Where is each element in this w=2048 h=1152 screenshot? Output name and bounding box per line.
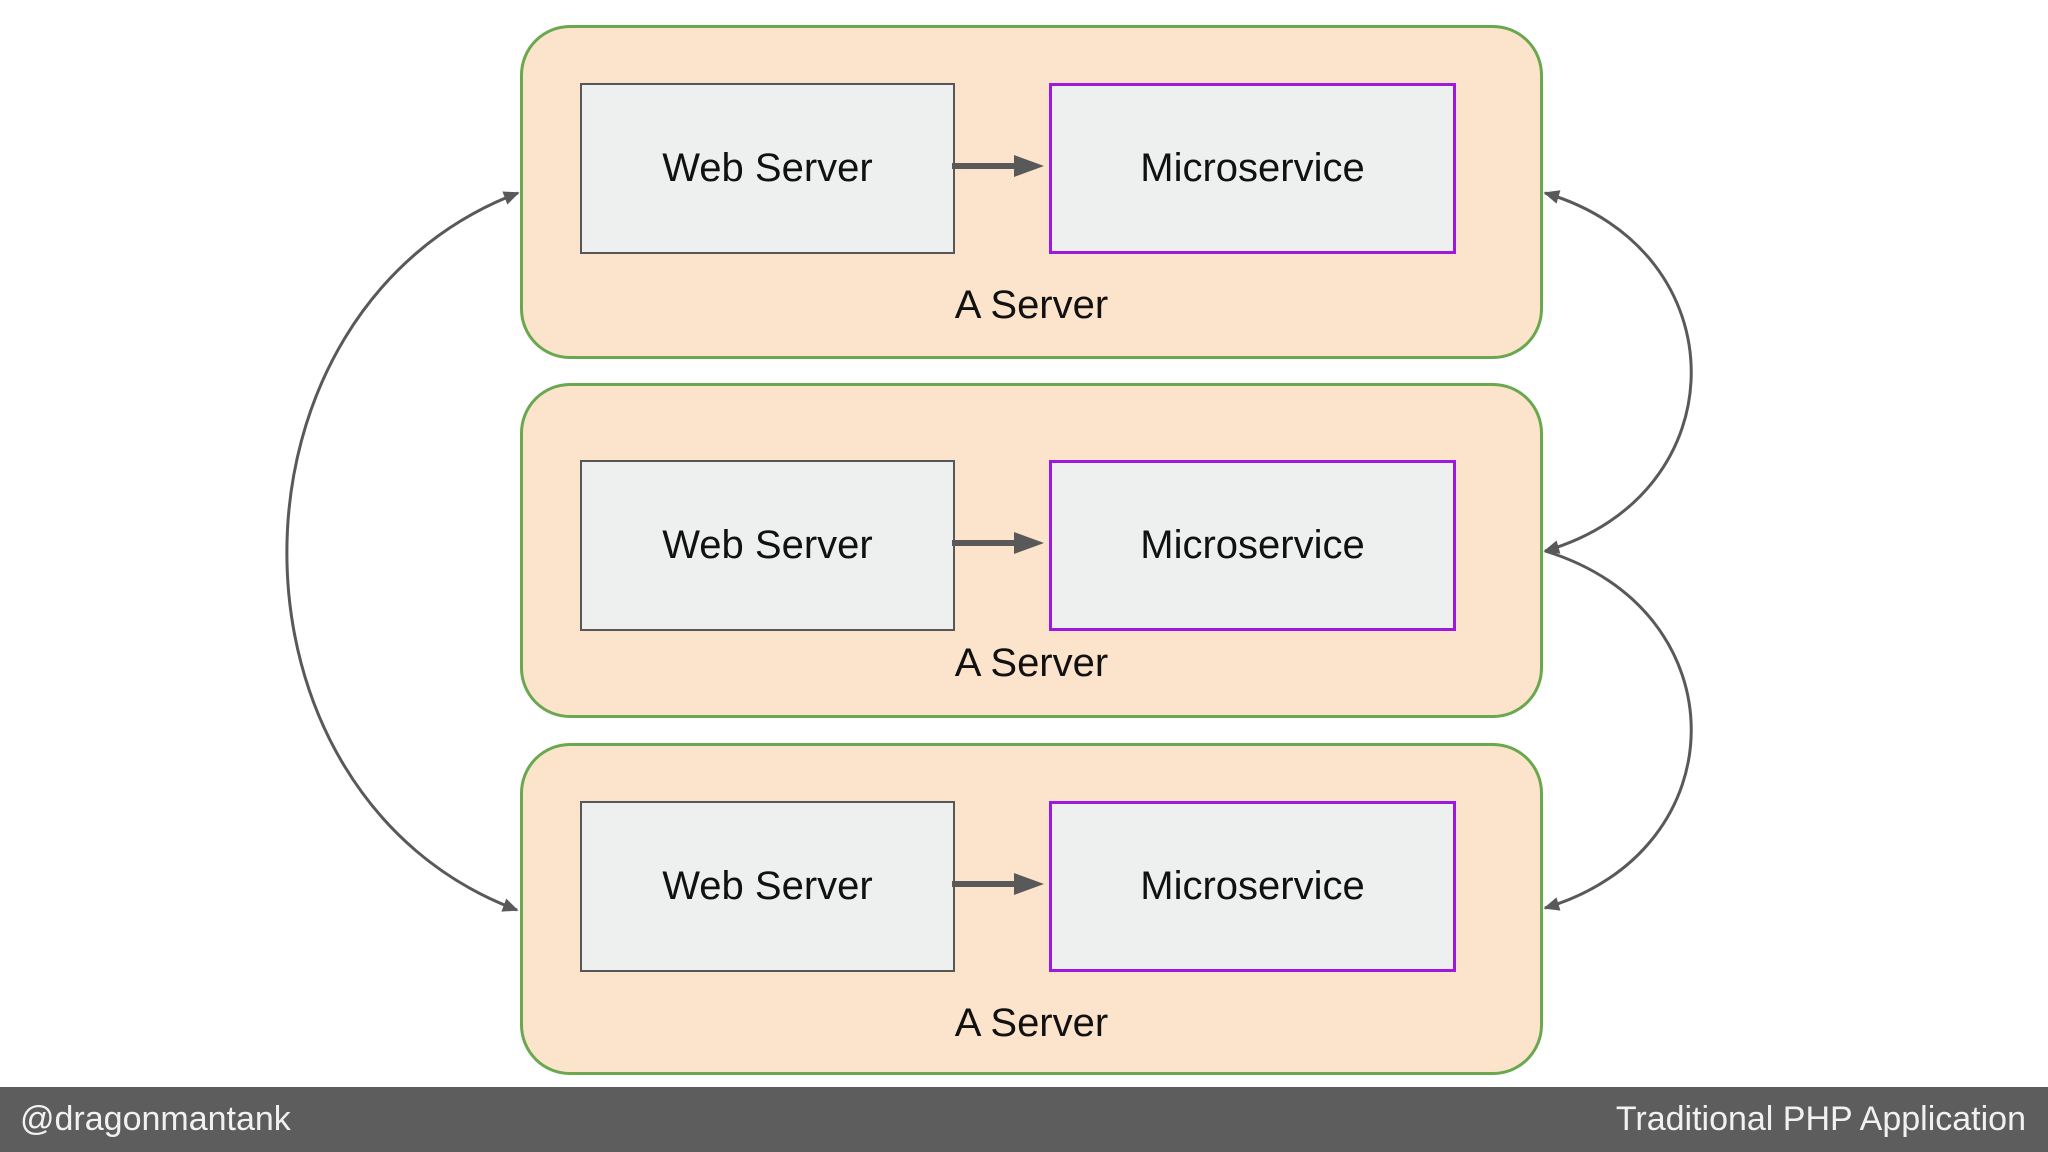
- server-group-3: Web Server Microservice A Server: [520, 743, 1543, 1075]
- microservice-box-2: Microservice: [1049, 460, 1456, 631]
- footer-title: Traditional PHP Application: [1615, 1100, 2026, 1138]
- server-label-1: A Server: [954, 283, 1109, 327]
- footer-bar: @dragonmantank Traditional PHP Applicati…: [0, 1087, 2048, 1152]
- right-curve-arrow-server1-server2: [1543, 190, 1693, 554]
- server-label-3: A Server: [954, 1001, 1109, 1045]
- web-server-label-3: Web Server: [662, 864, 873, 908]
- server-label-2: A Server: [954, 641, 1109, 685]
- footer-handle: @dragonmantank: [20, 1100, 291, 1138]
- web-server-label-2: Web Server: [662, 523, 873, 567]
- microservice-label-2: Microservice: [1140, 523, 1365, 567]
- server-group-2: Web Server Microservice A Server: [520, 383, 1543, 718]
- microservice-box-3: Microservice: [1049, 801, 1456, 972]
- server-group-1: Web Server Microservice A Server: [520, 25, 1543, 359]
- web-server-box-1: Web Server: [580, 83, 955, 254]
- microservice-label-3: Microservice: [1140, 864, 1365, 908]
- web-server-box-3: Web Server: [580, 801, 955, 972]
- web-server-label-1: Web Server: [662, 146, 873, 190]
- right-curve-arrow-server2-server3: [1543, 549, 1693, 911]
- microservice-box-1: Microservice: [1049, 83, 1456, 254]
- microservice-label-1: Microservice: [1140, 146, 1365, 190]
- web-server-box-2: Web Server: [580, 460, 955, 631]
- left-curve-arrow-server1-server3: [285, 191, 520, 912]
